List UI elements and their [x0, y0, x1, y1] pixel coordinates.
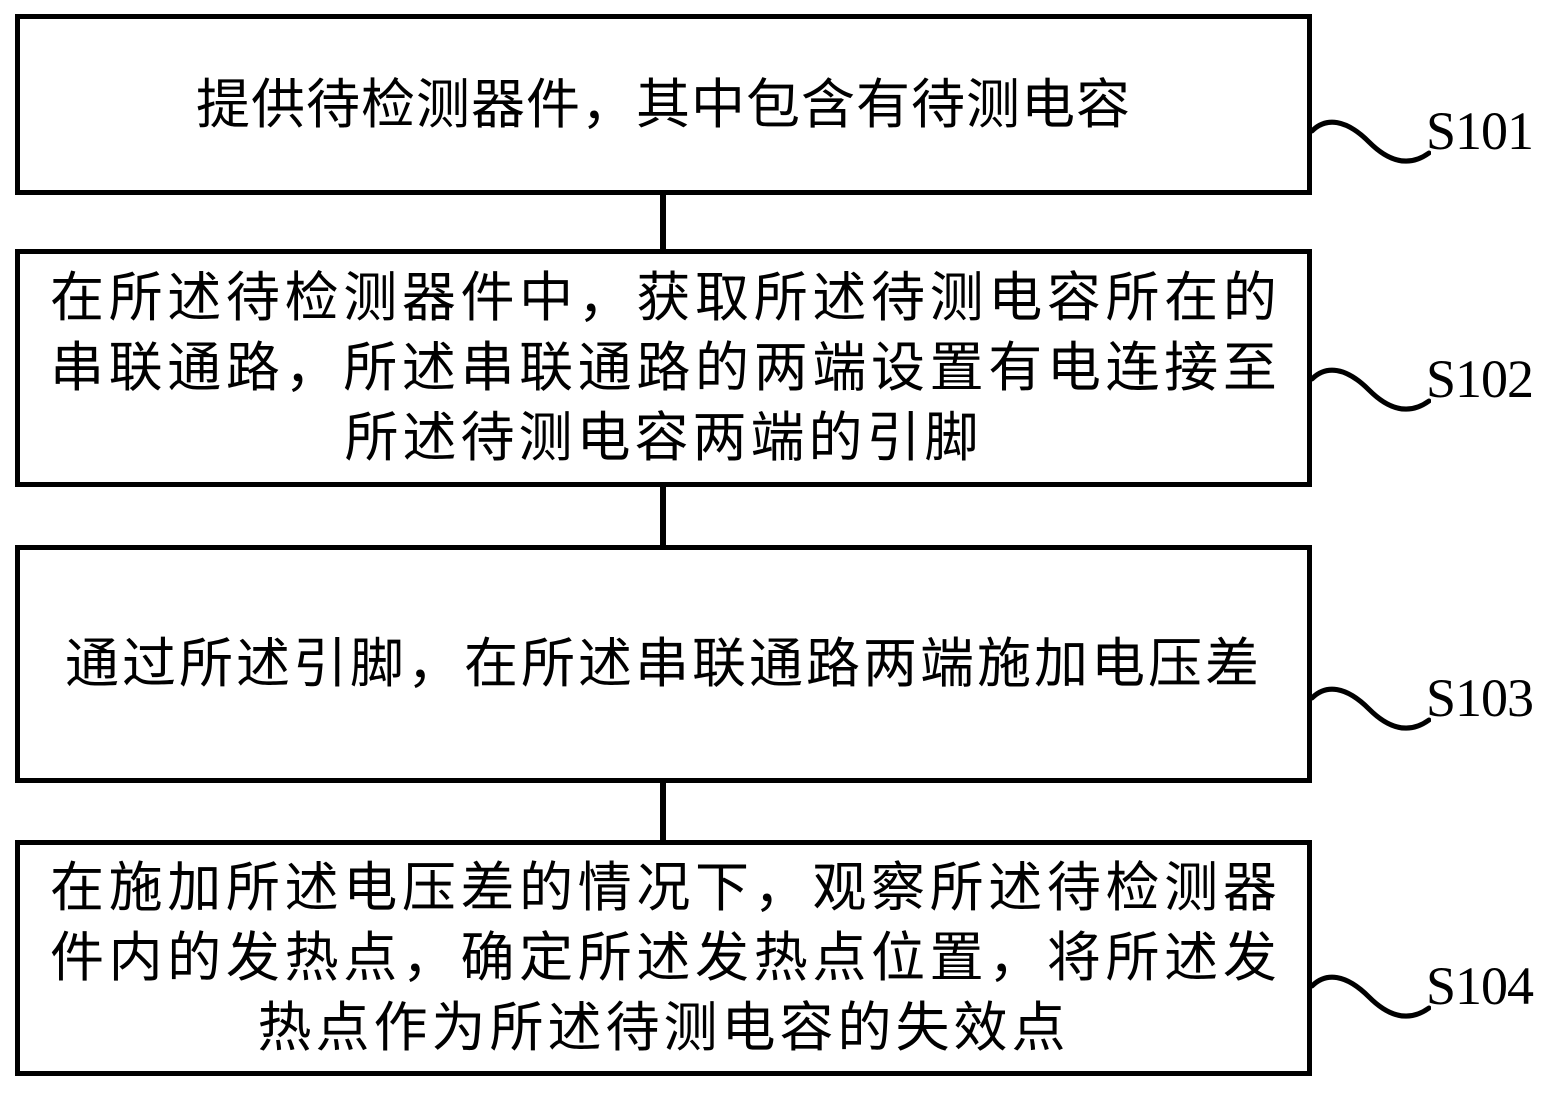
lead-squiggle-icon	[1311, 686, 1431, 731]
step-box-s101: 提供待检测器件，其中包含有待测电容	[15, 14, 1312, 195]
step-box-s104: 在施加所述电压差的情况下，观察所述待检测器 件内的发热点，确定所述发热点位置，将…	[15, 840, 1312, 1076]
step-text-line: 在施加所述电压差的情况下，观察所述待检测器	[50, 858, 1277, 918]
connector-line	[660, 780, 666, 843]
step-box-s102: 在所述待检测器件中，获取所述待测电容所在的 串联通路，所述串联通路的两端设置有电…	[15, 249, 1312, 487]
step-text-line: 件内的发热点，确定所述发热点位置，将所述发	[50, 928, 1277, 988]
step-text-line: 所述待测电容两端的引脚	[344, 408, 983, 468]
step-text-line: 在所述待检测器件中，获取所述待测电容所在的	[50, 268, 1277, 328]
step-ref-label: S104	[1426, 956, 1534, 1016]
connector-line	[660, 192, 666, 252]
lead-squiggle-icon	[1311, 974, 1431, 1019]
step-text-line: 提供待检测器件，其中包含有待测电容	[196, 74, 1131, 135]
step-ref-label: S101	[1426, 101, 1534, 161]
step-box-s103: 通过所述引脚，在所述串联通路两端施加电压差	[15, 545, 1312, 783]
step-text-line: 串联通路，所述串联通路的两端设置有电连接至	[50, 338, 1277, 398]
lead-squiggle-icon	[1311, 367, 1431, 412]
step-ref-label: S103	[1426, 668, 1534, 728]
step-ref-label: S102	[1426, 349, 1534, 409]
lead-squiggle-icon	[1311, 119, 1431, 164]
step-text-line: 通过所述引脚，在所述串联通路两端施加电压差	[65, 634, 1262, 694]
connector-line	[660, 484, 666, 548]
step-text-line: 热点作为所述待测电容的失效点	[257, 998, 1070, 1058]
